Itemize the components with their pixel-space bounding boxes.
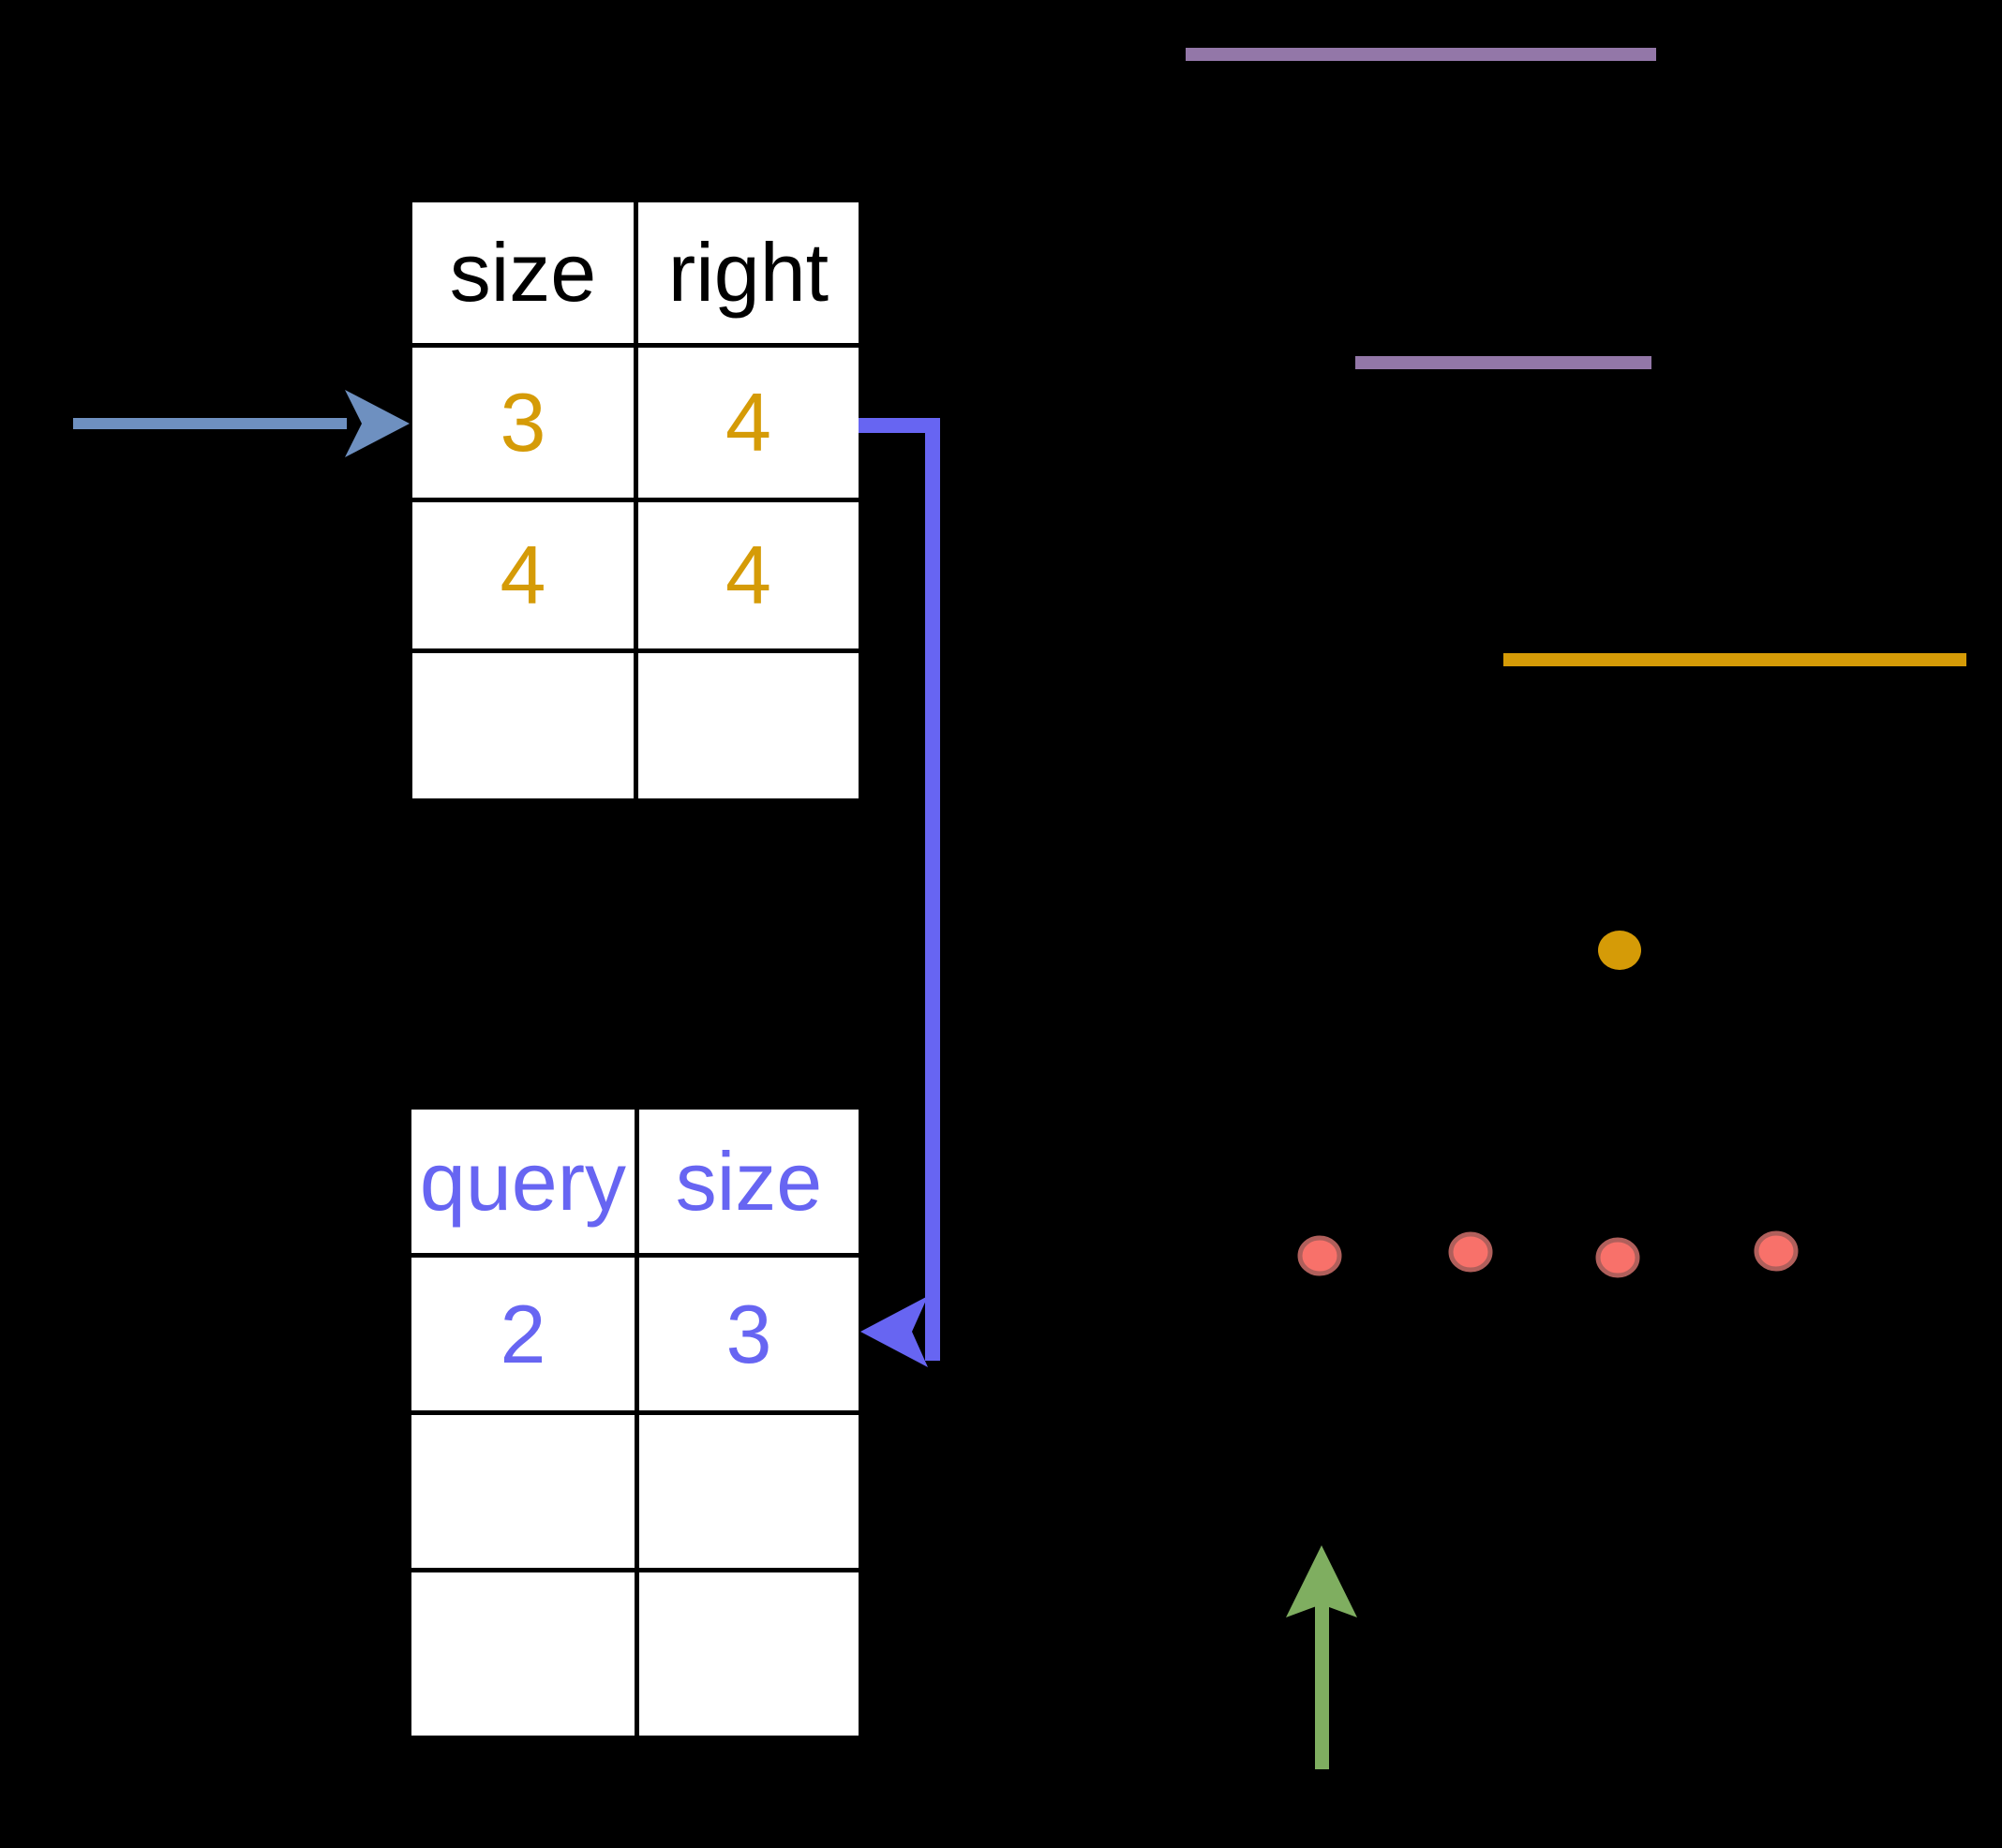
query-size-table: query size 2 3 [411,1110,859,1736]
red-leaf-node-dot-4 [1754,1230,1799,1272]
size-right-table-cell-r2c0 [412,653,634,798]
size-right-table: size right 3 4 4 4 [412,202,859,798]
green-arrow-head-icon [1286,1545,1357,1617]
gold-parent-node-dot [1598,931,1641,970]
size-right-table-cell-r1c1: 4 [638,502,859,648]
blue-arrow-shaft [73,418,347,429]
query-size-table-cell-r2c0 [411,1572,635,1736]
green-scan-pointer-arrow [1286,1545,1357,1769]
red-leaf-node-dot-3 [1595,1237,1640,1278]
size-right-table-header-size: size [412,202,634,343]
size-right-table-cell-r0c1: 4 [638,348,859,498]
size-right-table-cell-r1c0: 4 [412,502,634,648]
size-right-table-header-right: right [638,202,859,343]
blue-arrow-head-icon [345,390,410,457]
query-size-table-cell-r1c0 [411,1415,635,1568]
periwinkle-link-arrow [859,418,940,1367]
size-right-table-cell-r2c1 [638,653,859,798]
size-right-table-cell-r0c0: 3 [412,348,634,498]
purple-highlight-bar-middle [1355,356,1651,369]
periwinkle-arrow-elbow [859,418,940,1361]
red-leaf-node-dot-1 [1297,1235,1342,1276]
gold-highlight-bar [1503,653,1966,666]
query-size-table-cell-r0c1: 3 [639,1258,859,1410]
query-size-table-cell-r1c1 [639,1415,859,1568]
query-size-table-header-size: size [639,1110,859,1253]
query-size-table-cell-r2c1 [639,1572,859,1736]
query-size-table-cell-r0c0: 2 [411,1258,635,1410]
purple-highlight-bar-top [1186,48,1656,61]
red-leaf-node-dot-2 [1448,1231,1493,1273]
green-arrow-shaft [1315,1599,1329,1769]
periwinkle-arrow-head-icon [860,1296,928,1367]
blue-row-pointer-arrow [73,390,410,457]
query-size-table-header-query: query [411,1110,635,1253]
